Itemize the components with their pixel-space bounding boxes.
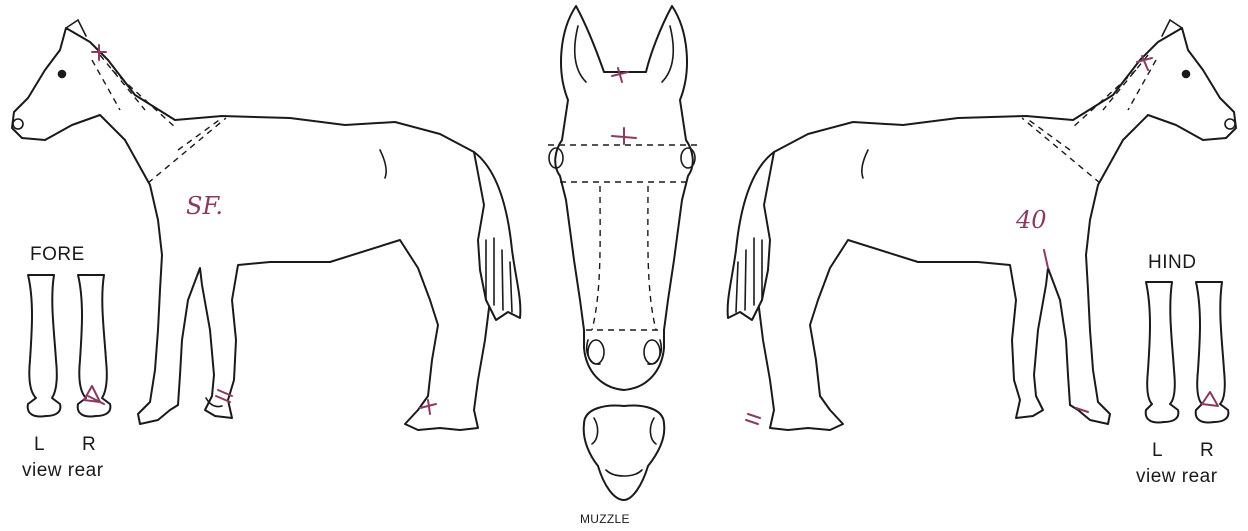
hind-left-leg (1146, 282, 1179, 423)
left-side-annotation: SF. (186, 192, 223, 220)
fore-left-leg (28, 275, 61, 417)
fore-right-label: R (82, 434, 96, 456)
fore-label: FORE (30, 244, 85, 266)
hind-view-label: view rear (1136, 466, 1218, 488)
right-side-annotation: 40 (1016, 206, 1047, 234)
fore-left-label: L (34, 434, 45, 456)
right-horse-eye (1183, 71, 1190, 78)
hind-right-label: R (1200, 440, 1214, 462)
hind-right-leg (1196, 282, 1229, 423)
left-horse-eye (59, 71, 66, 78)
muzzle-label: MUZZLE (580, 512, 630, 526)
hind-label: HIND (1148, 252, 1196, 274)
front-head (548, 6, 700, 390)
hind-left-label: L (1152, 440, 1163, 462)
fore-view-label: view rear (22, 460, 104, 482)
muzzle-view (584, 406, 665, 500)
hind-legs-rear-view (1146, 282, 1229, 423)
fore-right-leg (78, 275, 111, 417)
fore-legs-rear-view (28, 275, 111, 417)
